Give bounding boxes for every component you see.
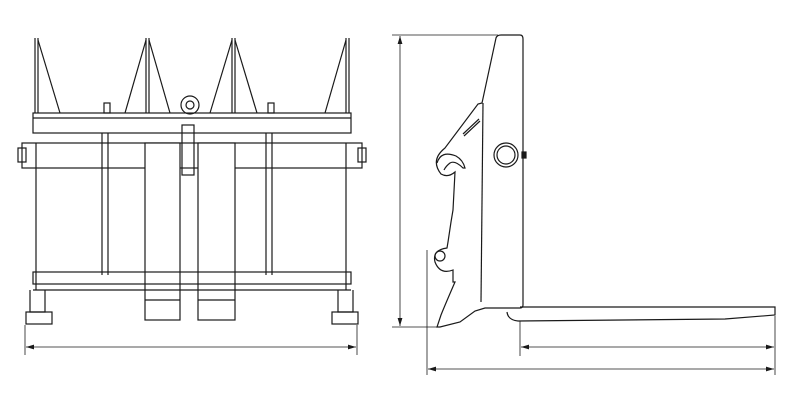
front-view [17,38,367,355]
lifting-eye [180,95,200,115]
pin-ring [493,142,519,168]
bottom-bar [32,271,352,285]
fork-tine [506,306,776,322]
top-uprights [34,38,350,114]
fork-right [197,142,236,321]
side-view [392,34,776,375]
foot-left [25,311,53,325]
cross-bar [21,142,363,169]
fork-left [144,142,181,321]
back-plate [433,34,524,328]
top-bar [32,112,352,134]
foot-right [331,311,359,325]
